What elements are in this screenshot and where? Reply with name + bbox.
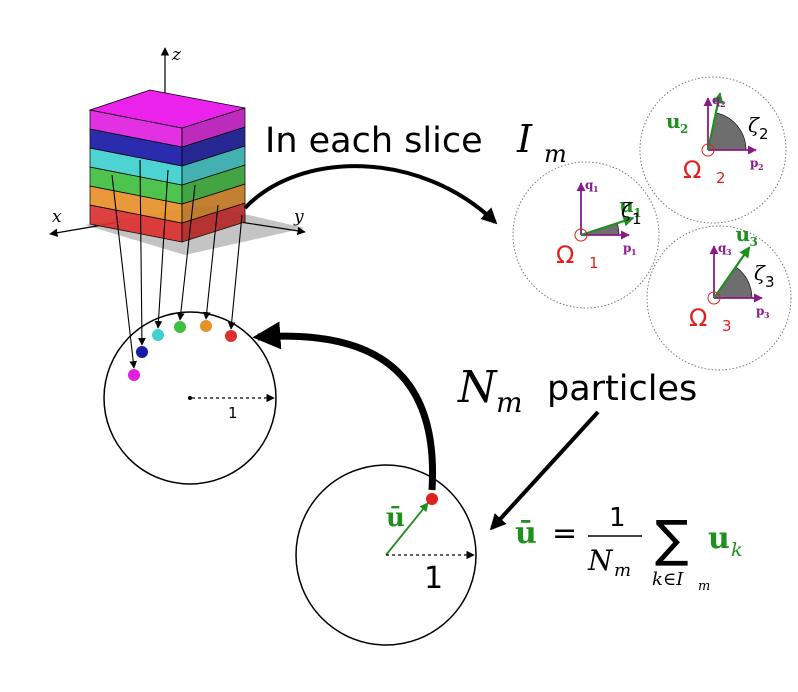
mean-disc-circle bbox=[295, 464, 477, 646]
formula-numerator: 1 bbox=[609, 503, 626, 533]
p-axis-subscript: 2 bbox=[758, 162, 764, 172]
slice-point bbox=[174, 321, 186, 333]
z-axis-label: z bbox=[171, 45, 182, 65]
angle-label: ζ bbox=[621, 198, 633, 222]
mean-vector-arrow bbox=[385, 502, 429, 556]
y-axis bbox=[239, 221, 306, 236]
particles-to-mean-arrow bbox=[489, 410, 600, 531]
formula-denominator-sub: m bbox=[614, 560, 631, 581]
q-axis-label: q bbox=[718, 241, 727, 255]
slice-mapping-arrow bbox=[176, 184, 196, 321]
omega-label: Ω bbox=[683, 156, 701, 184]
angle-sector bbox=[707, 112, 747, 151]
angle-label: ζ bbox=[754, 261, 766, 285]
slice-mapping-arrow bbox=[202, 204, 219, 320]
velocity-label: u bbox=[666, 109, 681, 133]
slice-point bbox=[152, 329, 164, 341]
q-axis-label: q bbox=[712, 93, 721, 107]
omega-subscript: 2 bbox=[716, 169, 726, 187]
velocity-subscript: 3 bbox=[750, 235, 758, 249]
cube-slices bbox=[88, 89, 246, 243]
angle-subscript: 2 bbox=[759, 125, 769, 143]
omega-label: Ω bbox=[689, 304, 707, 332]
particle-origin bbox=[701, 143, 715, 157]
velocity-vector-arrow bbox=[713, 246, 751, 299]
particle-boundary bbox=[512, 161, 660, 309]
velocity-subscript: 1 bbox=[633, 206, 641, 220]
q-axis-subscript: 2 bbox=[720, 99, 726, 109]
mean-unit-radius-label: 1 bbox=[424, 561, 443, 596]
slice-point bbox=[225, 330, 237, 342]
velocity-vector-arrow bbox=[580, 215, 635, 237]
q-axis-subscript: 1 bbox=[593, 184, 599, 194]
p-axis-subscript: 1 bbox=[631, 247, 637, 257]
p-axis-subscript: 3 bbox=[764, 310, 770, 320]
q-axis-subscript: 3 bbox=[726, 247, 732, 257]
particle-boundary bbox=[639, 76, 787, 224]
formula-sum-index: k∈I bbox=[652, 569, 684, 590]
disc-center bbox=[188, 396, 192, 400]
slice-mapping-arrow bbox=[154, 169, 169, 329]
particles-caption: N m particles bbox=[457, 362, 697, 419]
unit-radius-label: 1 bbox=[228, 404, 238, 422]
slice-point bbox=[200, 320, 212, 332]
particles-symbol-sub: m bbox=[496, 386, 523, 419]
y-axis-label: y bbox=[293, 207, 304, 227]
formula-sum-index-sub: m bbox=[698, 579, 710, 594]
slice-mapping-arrow bbox=[227, 214, 243, 330]
omega-subscript: 3 bbox=[722, 317, 732, 335]
velocity-label: u bbox=[736, 222, 751, 246]
p-axis-label: p bbox=[623, 241, 631, 255]
particle-origin bbox=[707, 291, 721, 305]
unit-disc-bottom: 1 ū bbox=[295, 464, 477, 646]
angle-subscript: 3 bbox=[765, 273, 775, 291]
particle-boundary bbox=[646, 225, 792, 371]
slice-caption-text: In each slice bbox=[265, 121, 483, 161]
p-axis-label: p bbox=[750, 156, 758, 170]
colored-points bbox=[128, 320, 237, 381]
formula-sum-sign: ∑ bbox=[655, 510, 689, 568]
mean-point bbox=[426, 493, 438, 505]
slice-point bbox=[128, 369, 140, 381]
slice-symbol-sub: m bbox=[544, 140, 567, 168]
slice-caption: In each slice I m bbox=[265, 117, 567, 168]
velocity-label: u bbox=[619, 193, 634, 217]
stacked-cube: z x y bbox=[49, 45, 306, 255]
unit-disc-circle bbox=[103, 311, 277, 485]
p-axis-label: p bbox=[756, 304, 764, 318]
cube-top-face bbox=[88, 89, 246, 129]
particles-caption-text: particles bbox=[547, 369, 697, 409]
omega-label: Ω bbox=[556, 241, 574, 269]
slice-mapping-arrow bbox=[138, 159, 146, 346]
x-axis-label: x bbox=[52, 207, 62, 227]
formula-equals: = bbox=[552, 516, 577, 551]
slice-symbol: I bbox=[516, 117, 533, 161]
particles-symbol: N bbox=[457, 362, 498, 413]
to-particles-arrow bbox=[243, 164, 498, 225]
angle-subscript: 1 bbox=[632, 210, 642, 228]
slice-point bbox=[136, 346, 148, 358]
formula-denominator: N bbox=[587, 544, 614, 577]
angle-label: ζ bbox=[748, 113, 760, 137]
return-arrow bbox=[252, 321, 437, 491]
formula-term-sub: k bbox=[731, 539, 743, 561]
q-axis-label: q bbox=[585, 178, 594, 192]
velocity-subscript: 2 bbox=[680, 122, 688, 136]
formula-lhs: ū bbox=[515, 516, 537, 551]
formula-term: u bbox=[708, 521, 730, 556]
mean-formula: ū = 1 N m ∑ k∈I m u k bbox=[515, 503, 743, 594]
mean-vector-label: ū bbox=[386, 503, 405, 533]
omega-subscript: 1 bbox=[589, 254, 599, 272]
unit-disc-top: 1 bbox=[103, 311, 277, 485]
particle-origin bbox=[574, 228, 588, 242]
velocity-vector-arrow bbox=[706, 92, 724, 151]
